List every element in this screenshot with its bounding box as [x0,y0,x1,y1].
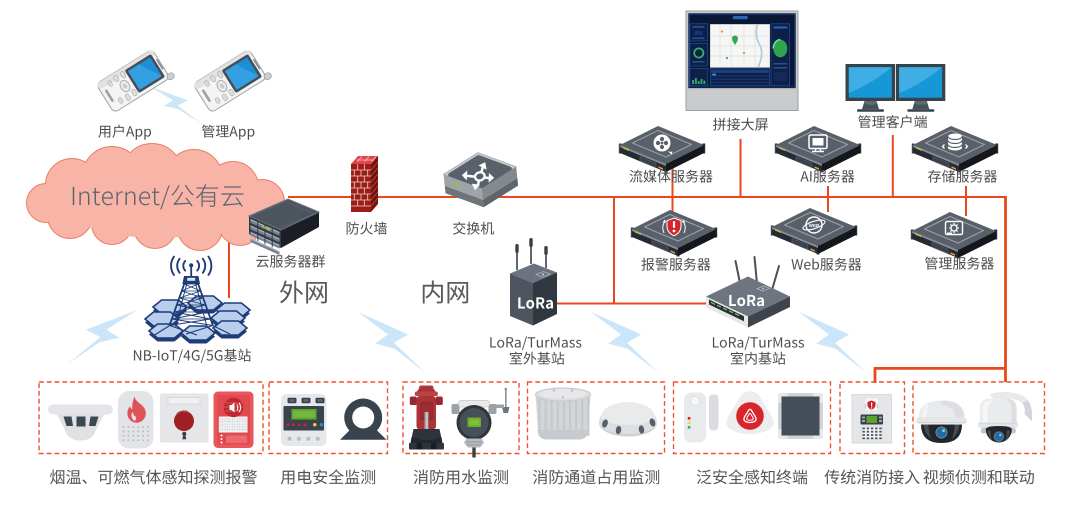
svg-text:WEB: WEB [809,223,820,228]
